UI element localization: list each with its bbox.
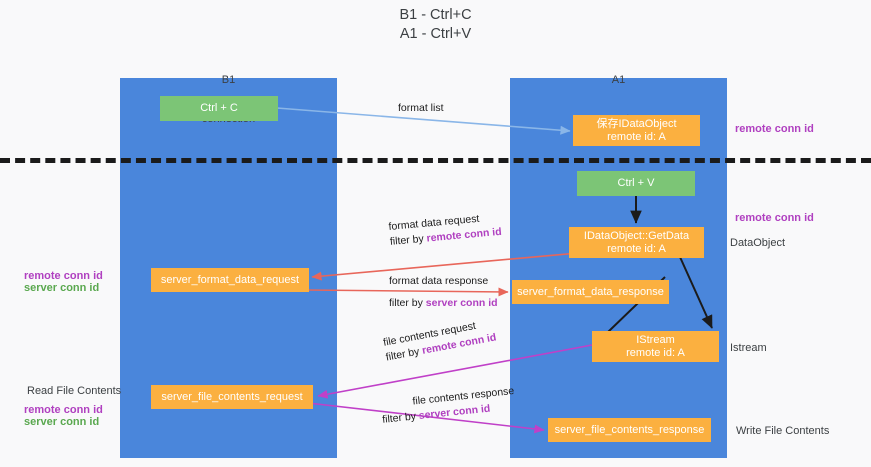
edge-label-fdreq-filterby: filter by bbox=[389, 232, 428, 248]
section-divider bbox=[0, 158, 871, 163]
node-ctrl-c-label: Ctrl + C bbox=[200, 102, 238, 114]
node-server-format-data-response[interactable]: server_format_data_response bbox=[512, 280, 669, 304]
title-line-1: B1 - Ctrl+C bbox=[399, 7, 472, 23]
column-header-b1-name: B1 bbox=[221, 74, 236, 86]
node-istream-label: IStream remote id: A bbox=[626, 333, 685, 359]
annotation-right-write-file-contents: Write File Contents bbox=[736, 425, 830, 437]
node-idataobject-getdata[interactable]: IDataObject::GetData remote id: A bbox=[569, 227, 704, 258]
node-ctrl-v[interactable]: Ctrl + V bbox=[577, 171, 695, 196]
node-server-file-contents-response-label: server_file_contents_response bbox=[554, 423, 705, 436]
node-istream[interactable]: IStream remote id: A bbox=[592, 331, 719, 362]
annotation-left-server-conn-id-mid: server conn id bbox=[24, 282, 100, 294]
annotation-right-remote-conn-id-top: remote conn id bbox=[735, 123, 814, 135]
edge-label-fdres-filterby: filter by bbox=[389, 297, 426, 309]
node-server-format-data-request[interactable]: server_format_data_request bbox=[151, 268, 309, 292]
node-server-format-data-response-label: server_format_data_response bbox=[517, 285, 664, 298]
node-server-file-contents-request-label: server_file_contents_request bbox=[161, 390, 303, 403]
edge-label-fcres-filterby: filter by bbox=[381, 410, 420, 426]
edge-label-format-data-response-line1: format data response bbox=[389, 275, 489, 287]
edge-label-file-contents-response: file contents response filter by server … bbox=[380, 384, 517, 428]
annotation-right-istream: Istream bbox=[730, 342, 767, 354]
annotation-left-remote-conn-id-mid: remote conn id bbox=[24, 270, 103, 282]
annotation-left-read-file-contents: Read File Contents bbox=[27, 385, 122, 397]
annotation-right-remote-conn-id-mid: remote conn id bbox=[735, 212, 814, 224]
column-header-a1-name: A1 bbox=[611, 74, 626, 86]
node-save-idataobject-label: 保存IDataObject remote id: A bbox=[596, 117, 677, 143]
edge-label-format-data-response-line2: filter by server conn id bbox=[389, 296, 498, 311]
node-idataobject-getdata-label: IDataObject::GetData remote id: A bbox=[583, 229, 690, 255]
node-server-format-data-request-label: server_format_data_request bbox=[160, 273, 300, 286]
node-ctrl-v-label: Ctrl + V bbox=[617, 177, 655, 189]
annotation-left-remote-conn-id-bot: remote conn id bbox=[24, 404, 103, 416]
node-ctrl-c[interactable]: Ctrl + C bbox=[160, 96, 278, 121]
edge-label-format-data-request: format data request filter by remote con… bbox=[388, 210, 502, 250]
annotation-right-dataobject: DataObject bbox=[730, 237, 786, 249]
edge-label-format-data-response: format data response filter by server co… bbox=[389, 274, 498, 311]
edge-label-format-list: format list bbox=[398, 101, 444, 116]
edge-label-format-list-text: format list bbox=[398, 102, 444, 114]
node-save-idataobject[interactable]: 保存IDataObject remote id: A bbox=[573, 115, 700, 146]
title-line-2: A1 - Ctrl+V bbox=[399, 26, 472, 42]
node-server-file-contents-request[interactable]: server_file_contents_request bbox=[151, 385, 313, 409]
edge-label-fdres-key: server conn id bbox=[425, 297, 498, 309]
annotation-left-server-conn-id-bot: server conn id bbox=[24, 416, 100, 428]
node-server-file-contents-response[interactable]: server_file_contents_response bbox=[548, 418, 711, 442]
edge-label-file-contents-request: file contents request filter by remote c… bbox=[382, 316, 498, 366]
page-title: B1 - Ctrl+C A1 - Ctrl+V bbox=[0, 6, 871, 44]
